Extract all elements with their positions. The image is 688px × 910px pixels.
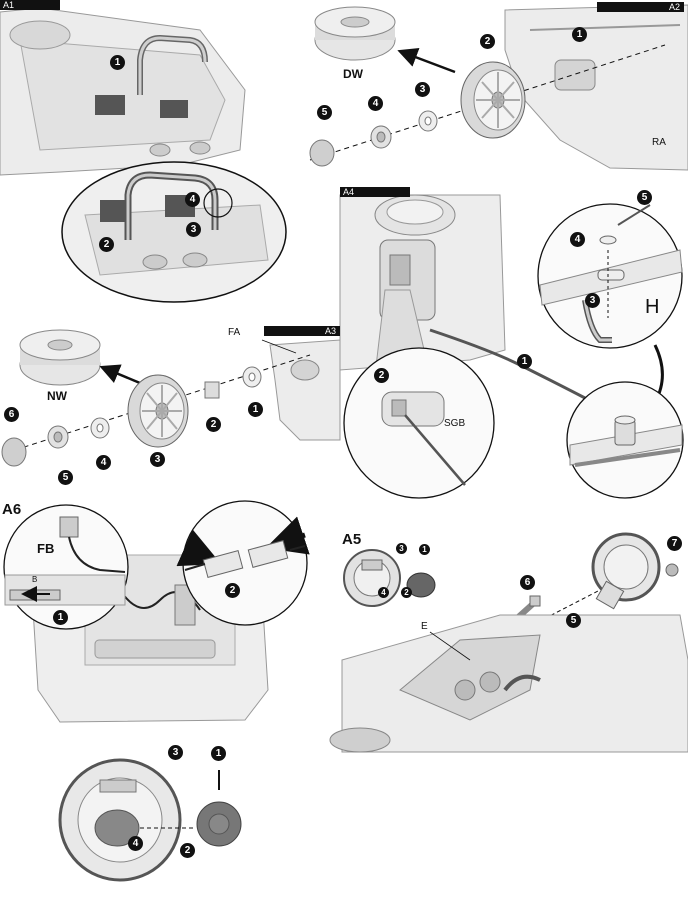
a3-nw-label: NW xyxy=(47,389,67,403)
bottom-callout: 1 xyxy=(211,746,226,761)
a1-callout: 1 xyxy=(110,55,125,70)
a5-callout: 2 xyxy=(401,587,412,598)
a5-e-leader xyxy=(429,631,471,661)
a1-tag: A1 xyxy=(0,0,60,10)
a3-wheel xyxy=(127,374,189,448)
a2-car-rear-axle xyxy=(504,4,688,171)
a6-fb-label: FB xyxy=(37,541,55,556)
a2-tag: A2 xyxy=(597,2,684,12)
a4-sgb-label: SGB xyxy=(444,418,466,429)
a2-wheel xyxy=(460,61,526,139)
a6-zoom-left xyxy=(3,504,129,630)
a5-e-label: E xyxy=(421,621,428,632)
a4-callout: 2 xyxy=(374,368,389,383)
bottom-callout: 4 xyxy=(128,836,143,851)
a5-dashboard xyxy=(329,614,688,753)
a3-fa-leader xyxy=(261,339,297,354)
a2-callout: 3 xyxy=(415,82,430,97)
a4-car-underside xyxy=(339,194,506,371)
bottom-callout: 2 xyxy=(180,843,195,858)
a3-fa-label: FA xyxy=(228,327,241,338)
a5-title: A5 xyxy=(342,531,362,548)
a1-callout: 3 xyxy=(186,222,201,237)
a5-callout: 7 xyxy=(667,536,682,551)
a5-callout: 3 xyxy=(396,543,407,554)
a5-callout: 5 xyxy=(566,613,581,628)
a2-dw-label: DW xyxy=(343,67,363,81)
a2-washer xyxy=(418,110,438,132)
a3-washer xyxy=(242,366,262,388)
bottom-callout: 3 xyxy=(168,745,183,760)
a3-callout: 4 xyxy=(96,455,111,470)
a4-hole-detail xyxy=(537,203,683,349)
a3-arrow xyxy=(99,364,141,385)
a5-callout: 4 xyxy=(378,587,389,598)
a6-callout: 1 xyxy=(53,610,68,625)
a3-callout: 1 xyxy=(248,402,263,417)
a4-callout: 5 xyxy=(637,190,652,205)
a2-callout: 1 xyxy=(572,27,587,42)
a2-arrow xyxy=(397,47,456,74)
a2-callout: 4 xyxy=(368,96,383,111)
a6-zoom-right xyxy=(176,500,310,626)
a4-callout: 1 xyxy=(517,354,532,369)
a2-nut xyxy=(370,125,392,149)
a1-car-rear xyxy=(0,7,246,176)
a5-big-wheel xyxy=(591,532,679,610)
a2-axle-line xyxy=(309,44,666,161)
a5-callout: 1 xyxy=(419,544,430,555)
a3-callout: 6 xyxy=(4,407,19,422)
a3-callout: 3 xyxy=(150,452,165,467)
a6-b-label: B xyxy=(32,575,38,584)
a6-title: A6 xyxy=(2,501,22,518)
a4-callout: 4 xyxy=(570,232,585,247)
a3-nut xyxy=(47,425,69,449)
bottom-steering-wheel xyxy=(58,758,182,882)
a2-callout: 2 xyxy=(480,34,495,49)
a4-callout: 3 xyxy=(585,293,600,308)
a3-tag: A3 xyxy=(264,326,340,336)
a4-tag: A4 xyxy=(340,187,410,197)
a4-hole-result xyxy=(566,381,684,499)
a2-ra-label: RA xyxy=(652,137,666,148)
a3-washer-2 xyxy=(90,417,110,439)
a3-car-front xyxy=(269,339,341,441)
a3-spare-wheel-nw xyxy=(19,329,101,386)
a5-small-wheel xyxy=(343,549,436,607)
a2-callout: 5 xyxy=(317,105,332,120)
a1-callout: 2 xyxy=(99,237,114,252)
a1-callout: 4 xyxy=(185,192,200,207)
a3-cap xyxy=(1,437,27,467)
a5-callout: 6 xyxy=(520,575,535,590)
a3-bushing xyxy=(204,381,220,399)
a3-callout: 5 xyxy=(58,470,73,485)
a4-h-label: H xyxy=(645,296,660,318)
a4-zoom-circle xyxy=(343,289,495,499)
a6-callout: 2 xyxy=(225,583,240,598)
bottom-horn-cap xyxy=(196,801,242,847)
a2-spare-wheel-dw xyxy=(314,6,396,61)
a2-cap xyxy=(309,139,335,167)
a3-callout: 2 xyxy=(206,417,221,432)
a1-zoom-detail xyxy=(61,161,287,303)
